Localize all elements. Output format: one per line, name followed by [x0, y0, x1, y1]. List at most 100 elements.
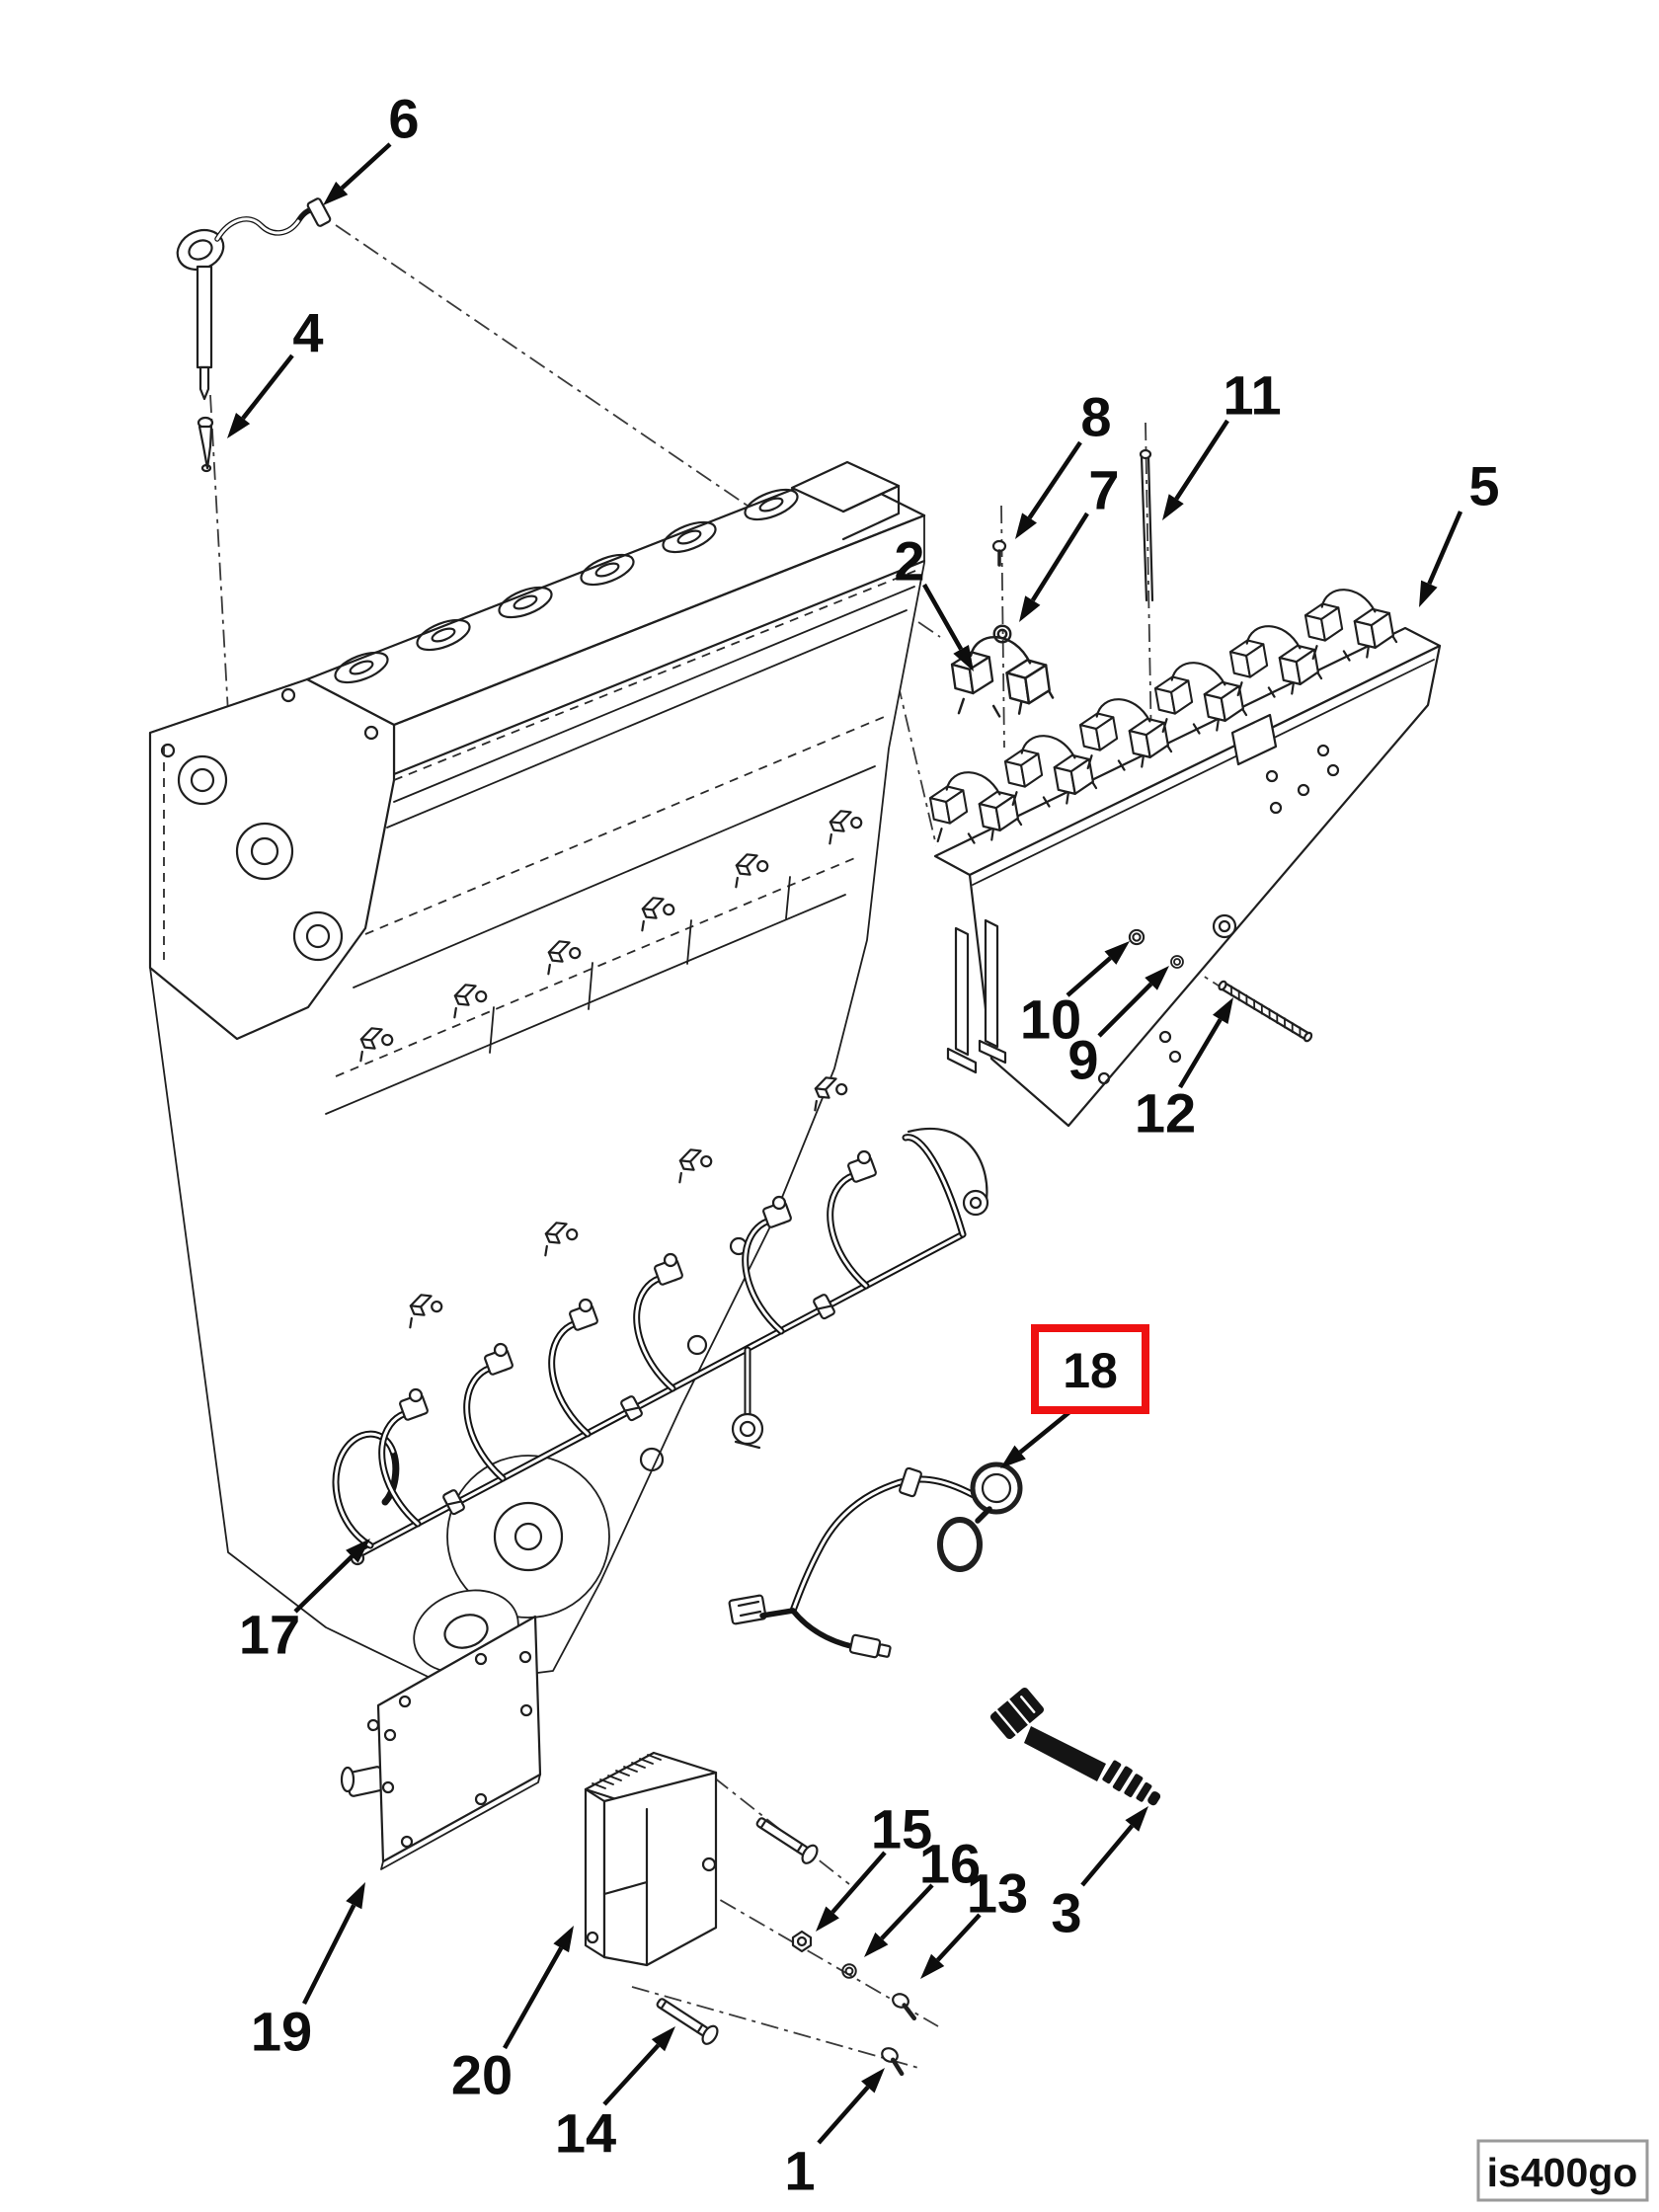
part-4-sensor-drawing	[197, 416, 214, 473]
callout-arrowhead	[553, 1926, 574, 1953]
callout-arrowhead	[1212, 997, 1233, 1024]
part-6-sensor-drawing	[176, 198, 332, 401]
callout-arrow-line	[935, 1913, 982, 1962]
callout-number: 14	[555, 2102, 616, 2165]
callout-arrowhead	[920, 1953, 945, 1979]
callout-arrow-line	[1427, 511, 1463, 586]
callout-number: 3	[1051, 1882, 1081, 1944]
callout-20[interactable]: 20	[451, 1926, 574, 2106]
callout-10[interactable]: 10	[1020, 941, 1130, 1051]
callout-arrowhead	[1015, 513, 1037, 539]
callout-arrow-line	[1097, 982, 1153, 1038]
callout-8[interactable]: 8	[1015, 386, 1112, 540]
part-17-injector-harness-drawing	[332, 1127, 989, 1566]
part-19-cover-plate-drawing	[340, 1615, 542, 1870]
callout-number: 13	[967, 1862, 1028, 1925]
callout-11[interactable]: 11	[1162, 364, 1282, 521]
callout-arrow-line	[830, 1851, 887, 1914]
part-7-washer	[992, 624, 1012, 644]
callout-arrowhead	[864, 1932, 889, 1957]
callout-1[interactable]: 1	[784, 2068, 885, 2202]
callout-arrow-line	[503, 1946, 564, 2050]
callout-17[interactable]: 17	[239, 1539, 370, 1666]
callout-13[interactable]: 13	[920, 1862, 1028, 1980]
part-8-screw	[991, 539, 1007, 567]
callout-number: 6	[388, 88, 419, 150]
callout-number: 10	[1020, 988, 1081, 1051]
callout-arrow-line	[1080, 1824, 1135, 1887]
callout-arrow-line	[1018, 1410, 1071, 1455]
callout-arrow-line	[1030, 512, 1089, 602]
callout-arrowhead	[323, 181, 349, 205]
callout-arrowhead	[1000, 1445, 1026, 1468]
callout-9[interactable]: 9	[1067, 966, 1169, 1091]
callout-number: 2	[894, 530, 924, 592]
part-3-sensor-lead-drawing	[989, 1687, 1161, 1806]
callout-5[interactable]: 5	[1419, 455, 1500, 608]
callout-arrow-line	[602, 2043, 661, 2106]
callout-number: 16	[919, 1833, 981, 1895]
callout-arrowhead	[346, 1882, 365, 1910]
part-2-solenoid-drawing	[949, 630, 1055, 722]
callout-arrow-line	[1066, 956, 1112, 997]
callout-arrow-line	[1027, 440, 1082, 519]
callout-number: 4	[292, 302, 323, 364]
watermark-text: is400go	[1487, 2150, 1638, 2195]
part-15-nut	[791, 1930, 813, 1953]
callout-arrowhead	[953, 644, 974, 672]
callout-arrow-line	[1174, 419, 1229, 501]
callout-arrowhead	[816, 1906, 839, 1932]
callout-19[interactable]: 19	[251, 1882, 365, 2063]
callout-arrow-line	[340, 142, 392, 191]
callout-arrowhead	[1145, 966, 1169, 990]
callout-2[interactable]: 2	[894, 530, 974, 672]
harness-hooks	[378, 1149, 877, 1528]
callout-12[interactable]: 12	[1135, 997, 1233, 1145]
watermark-box	[1476, 2139, 1649, 2202]
callout-18[interactable]: 18	[1000, 1324, 1149, 1468]
part-20-ecm-drawing	[584, 1751, 718, 1967]
part-14-bolt-upper	[751, 1811, 822, 1867]
callout-arrowhead	[1019, 595, 1041, 622]
part-18-harness-drawing	[728, 1462, 1023, 1659]
callout-number: 9	[1067, 1029, 1098, 1091]
callout-arrow-line	[922, 583, 964, 651]
callout-arrow-line	[880, 1883, 934, 1940]
callout-7[interactable]: 7	[1019, 459, 1120, 623]
callout-arrow-line	[817, 2086, 870, 2145]
callout-number: 18	[1063, 1343, 1118, 1398]
callout-15[interactable]: 15	[816, 1798, 932, 1933]
callout-arrow-line	[301, 1904, 356, 2006]
callout-14[interactable]: 14	[555, 2026, 675, 2165]
callout-16[interactable]: 16	[864, 1833, 981, 1958]
callout-4[interactable]: 4	[227, 302, 324, 439]
part-5-solenoid-bracket-drawing	[927, 582, 1442, 1128]
callout-number: 12	[1135, 1082, 1196, 1145]
selected-part-highlight-box	[1031, 1324, 1149, 1414]
watermark-label: is400go	[1476, 2139, 1649, 2202]
callout-arrowhead	[346, 1539, 370, 1563]
callout-6[interactable]: 6	[323, 88, 420, 206]
callout-arrow-line	[1178, 1018, 1223, 1089]
callout-number: 19	[251, 2001, 312, 2063]
callout-arrowhead	[1125, 1806, 1148, 1832]
part-11-pin	[1139, 448, 1154, 602]
callout-arrowhead	[651, 2026, 675, 2052]
callout-number: 15	[871, 1798, 932, 1860]
callout-arrow-line	[293, 1554, 354, 1614]
callout-number: 11	[1223, 364, 1281, 427]
callout-arrowhead	[1162, 494, 1184, 520]
callout-3[interactable]: 3	[1051, 1806, 1148, 1944]
callout-number: 20	[451, 2044, 513, 2106]
callout-number: 7	[1088, 459, 1119, 521]
callout-arrowhead	[227, 412, 251, 438]
callout-number: 5	[1468, 455, 1499, 517]
callout-number: 8	[1080, 386, 1111, 448]
callout-number: 17	[239, 1604, 300, 1666]
callout-arrowhead	[861, 2068, 885, 2094]
callout-number: 1	[784, 2140, 815, 2202]
callout-arrowhead	[1419, 580, 1438, 607]
callout-arrowhead	[1104, 941, 1130, 965]
